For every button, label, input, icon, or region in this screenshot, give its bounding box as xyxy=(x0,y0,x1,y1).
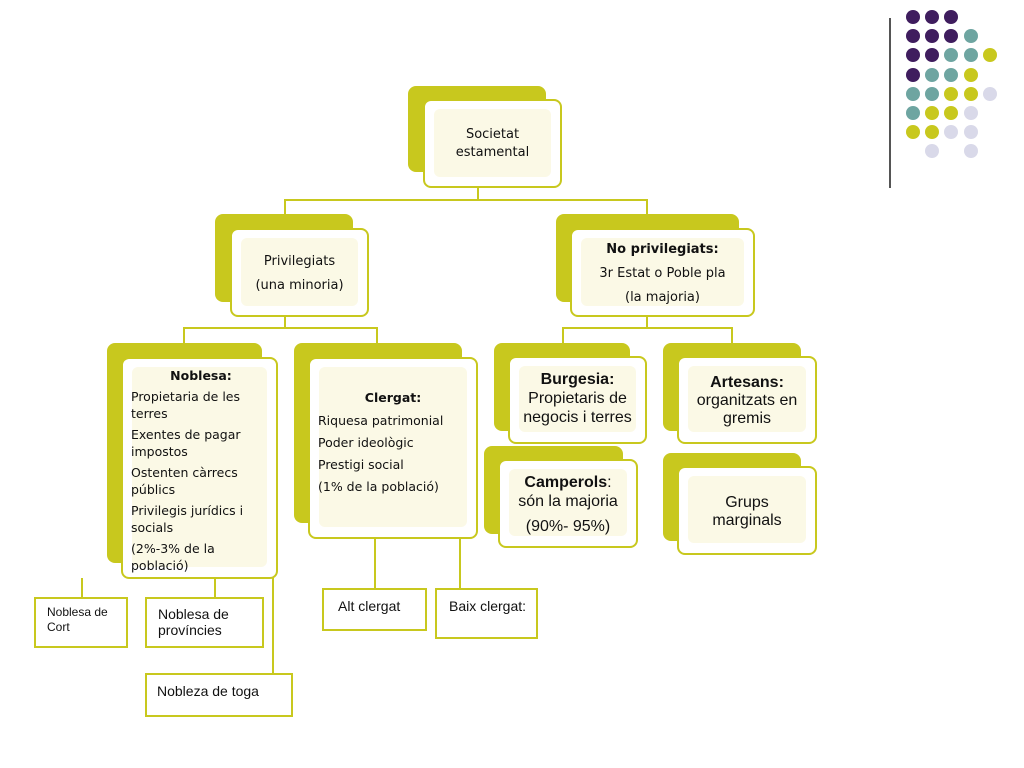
decorative-dot xyxy=(906,67,920,82)
box-noblesa-cort: Noblesa de Cort xyxy=(34,597,128,648)
clergat-item: Prestigi social xyxy=(318,457,404,472)
decorative-dot xyxy=(963,48,978,63)
decorative-dot xyxy=(963,67,978,82)
clergat-item: Poder ideològic xyxy=(318,435,414,450)
noblesa-provincies-label: Noblesa de províncies xyxy=(158,606,229,638)
decorative-dot xyxy=(925,10,940,24)
noblesa-item: Propietaria de les terres xyxy=(131,389,241,421)
decorative-dot xyxy=(906,10,920,24)
decorative-dot xyxy=(906,48,920,63)
clergat-item: Riquesa patrimonial xyxy=(318,413,444,428)
decorative-dot xyxy=(906,106,920,120)
decorative-dot xyxy=(925,48,940,63)
decorative-dot xyxy=(963,29,978,44)
decorative-dot xyxy=(982,48,997,63)
clergat-item: (1% de la població) xyxy=(318,479,439,494)
noblesa-title: Noblesa: xyxy=(170,368,232,383)
decorative-dot xyxy=(906,86,920,101)
decorative-dot xyxy=(944,29,959,44)
decorative-dot xyxy=(944,48,959,63)
box-nobleza-toga: Nobleza de toga xyxy=(145,673,293,717)
root-title-line1: Societat xyxy=(465,127,520,142)
decorative-dot xyxy=(925,106,940,120)
box-noblesa-provincies: Noblesa de províncies xyxy=(145,597,264,648)
no-privilegiats-note: (la majoria) xyxy=(625,290,700,305)
camperols-title: Camperols xyxy=(524,474,608,491)
privilegiats-title: Privilegiats xyxy=(263,254,336,269)
artesans-text: organitzats en gremis xyxy=(696,392,798,427)
burgesia-text: Propietaris de negocis i terres xyxy=(523,390,632,426)
camperols-text: són la majoria xyxy=(518,493,618,510)
baix-clergat-label: Baix clergat: xyxy=(449,598,527,614)
privilegiats-subtitle: (una minoria) xyxy=(255,278,344,293)
decorative-dot xyxy=(906,29,920,44)
noblesa-item: (2%-3% de la població) xyxy=(131,541,215,573)
decorative-vertical-rule xyxy=(889,18,891,188)
decorative-dot xyxy=(944,125,959,140)
decorative-dot xyxy=(982,86,997,101)
decorative-dot xyxy=(944,106,959,120)
decorative-dot xyxy=(963,106,978,120)
decorative-dot xyxy=(925,86,940,101)
decorative-dot xyxy=(944,86,959,101)
noblesa-item: Ostenten càrrecs públics xyxy=(131,465,238,497)
decorative-dot xyxy=(963,144,978,159)
decorative-dot xyxy=(925,125,940,140)
grups-text: Grups marginals xyxy=(712,494,782,529)
no-privilegiats-title: No privilegiats: xyxy=(606,242,719,257)
decorative-dot-grid xyxy=(906,10,1006,170)
burgesia-title: Burgesia: xyxy=(540,371,615,388)
no-privilegiats-subtitle: 3r Estat o Poble pla xyxy=(599,266,726,281)
decorative-dot xyxy=(944,67,959,82)
decorative-dot xyxy=(944,10,959,24)
camperols-percent: (90%- 95%) xyxy=(525,518,611,535)
box-baix-clergat: Baix clergat: xyxy=(435,588,538,639)
decorative-dot xyxy=(925,67,940,82)
root-title-line2: estamental xyxy=(455,145,530,160)
nobleza-toga-label: Nobleza de toga xyxy=(157,683,259,699)
noblesa-item: Privilegis jurídics i socials xyxy=(131,503,244,535)
clergat-title: Clergat: xyxy=(364,390,422,405)
decorative-dot xyxy=(925,29,940,44)
noblesa-cort-label: Noblesa de Cort xyxy=(47,605,108,634)
box-alt-clergat: Alt clergat xyxy=(322,588,427,631)
noblesa-item: Exentes de pagar impostos xyxy=(131,427,241,459)
alt-clergat-label: Alt clergat xyxy=(338,598,401,614)
camperols-colon: : xyxy=(607,474,612,491)
decorative-dot xyxy=(925,144,940,159)
artesans-title: Artesans: xyxy=(710,374,784,391)
decorative-dot xyxy=(963,125,978,140)
decorative-dot xyxy=(906,125,920,140)
decorative-dot xyxy=(963,86,978,101)
